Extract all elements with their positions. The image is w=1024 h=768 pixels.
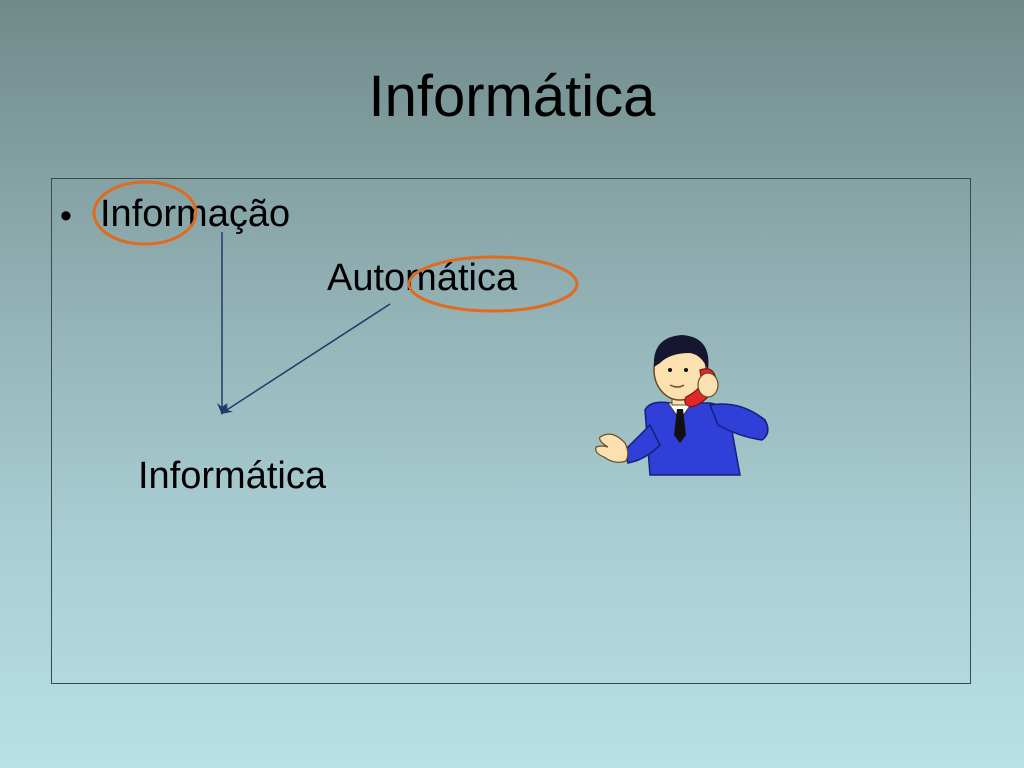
content-box xyxy=(51,178,971,684)
businessman-on-phone-icon xyxy=(595,335,769,476)
word-informacao: Informação xyxy=(100,193,291,235)
slide-title: Informática xyxy=(368,64,656,129)
word-informatica-result: Informática xyxy=(138,455,326,497)
word-automatica: Automática xyxy=(327,257,518,299)
bullet-marker: • xyxy=(60,197,72,235)
